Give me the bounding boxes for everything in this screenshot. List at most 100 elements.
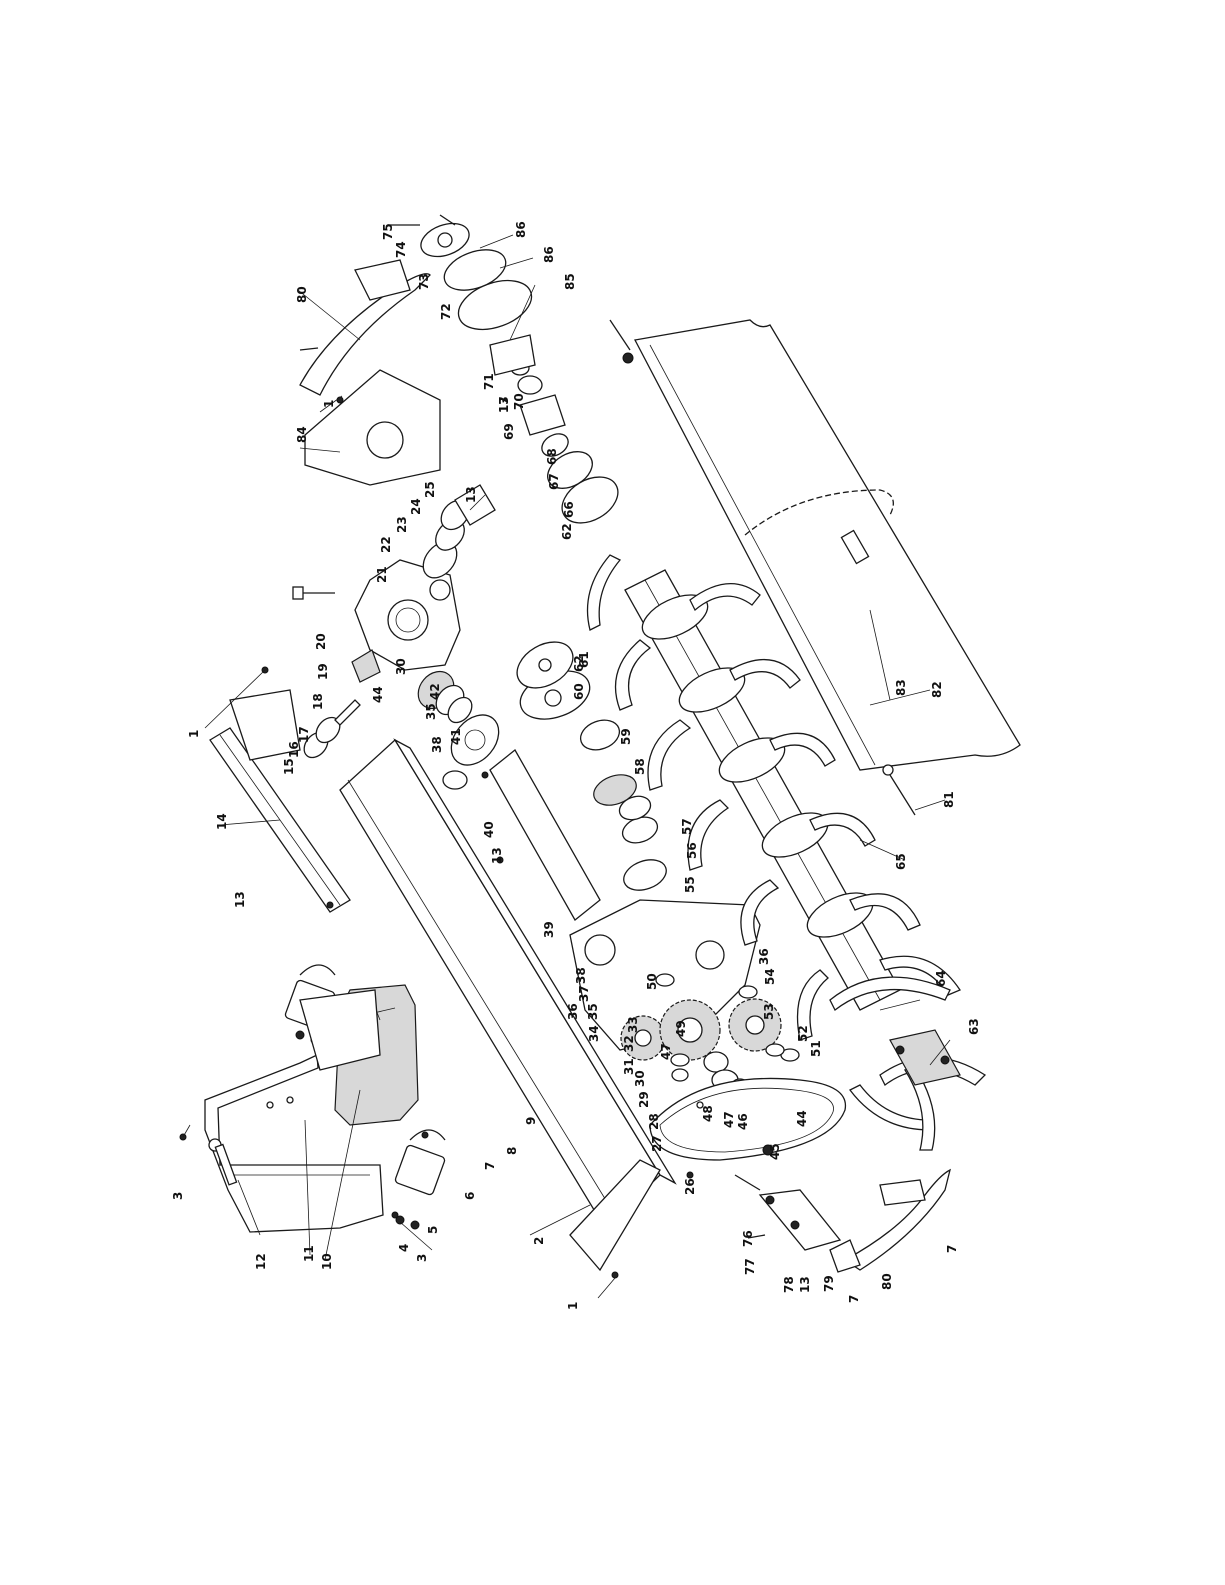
part-label: 2 [532, 1237, 546, 1245]
part-label: 55 [683, 876, 697, 893]
part-label: 1 [322, 400, 336, 408]
part-label: 44 [795, 1110, 809, 1127]
part-label: 8 [505, 1147, 519, 1155]
part-label: 42 [428, 683, 442, 700]
part-label: 33 [626, 1016, 640, 1033]
part-label: 86 [542, 246, 556, 263]
part-label: 56 [685, 842, 699, 859]
part-label: 1 [187, 730, 201, 738]
part-label: 51 [809, 1040, 823, 1057]
part-label: 3 [171, 1192, 185, 1200]
part-label: 53 [762, 1003, 776, 1020]
part-label: 54 [763, 968, 777, 985]
part-label: 5 [426, 1226, 440, 1234]
part-label: 34 [587, 1025, 601, 1042]
part-label: 41 [449, 728, 463, 745]
part-label: 75 [381, 223, 395, 240]
part-label: 6 [463, 1192, 477, 1200]
part-label: 35 [586, 1003, 600, 1020]
part-label: 13 [233, 891, 247, 908]
part-label: 83 [894, 679, 908, 696]
part-label: 52 [796, 1025, 810, 1042]
part-label: 13 [464, 486, 478, 503]
part-label: 47 [722, 1111, 736, 1128]
part-label: 62 [572, 655, 586, 672]
part-label: 44 [371, 686, 385, 703]
part-label: 35 [424, 703, 438, 720]
part-label: 38 [430, 736, 444, 753]
part-label: 14 [215, 813, 229, 830]
part-label: 47 [659, 1043, 673, 1060]
part-label: 23 [395, 516, 409, 533]
part-label: 64 [934, 970, 948, 987]
part-label: 63 [967, 1018, 981, 1035]
part-label: 80 [880, 1273, 894, 1290]
part-label: 30 [394, 658, 408, 675]
part-label: 50 [645, 973, 659, 990]
part-label: 85 [563, 273, 577, 290]
part-label: 24 [409, 498, 423, 515]
part-label: 67 [547, 473, 561, 490]
bearings-22-24 [416, 485, 495, 584]
part-label: 36 [757, 948, 771, 965]
rotor-end-bearings [514, 662, 671, 896]
part-label: 81 [942, 791, 956, 808]
part-label: 37 [577, 985, 591, 1002]
part-label: 49 [674, 1020, 688, 1037]
part-label: 39 [542, 921, 556, 938]
part-label: 19 [316, 663, 330, 680]
part-label: 21 [375, 566, 389, 583]
part-label: 13 [798, 1276, 812, 1293]
bevel-gear [411, 664, 477, 727]
part-label: 1 [566, 1302, 580, 1310]
part-label: 4 [397, 1244, 411, 1252]
bolt-81 [883, 765, 915, 815]
part-label: 60 [572, 683, 586, 700]
part-label: 29 [637, 1091, 651, 1108]
part-label: 17 [497, 396, 511, 413]
part-label: 69 [502, 423, 516, 440]
part-label: 11 [302, 1245, 316, 1262]
part-label: 10 [320, 1253, 334, 1270]
part-label: 15 [282, 758, 296, 775]
part-label: 17 [297, 726, 311, 743]
part-label: 25 [423, 481, 437, 498]
part-label: 84 [295, 426, 309, 443]
bolt-top-right [610, 320, 633, 363]
part-label: 74 [394, 241, 408, 258]
part-label: 57 [680, 818, 694, 835]
part-label: 46 [736, 1113, 750, 1130]
part-label: 9 [524, 1117, 538, 1125]
part-label: 7 [483, 1162, 497, 1170]
drive-tube [490, 750, 600, 920]
skid-top [300, 260, 430, 395]
part-label: 3 [415, 1254, 429, 1262]
part-label: 40 [482, 821, 496, 838]
part-label: 76 [741, 1230, 755, 1247]
part-label: 80 [295, 286, 309, 303]
skid-bottom [830, 1170, 950, 1272]
part-label: 20 [314, 633, 328, 650]
part-label: 26 [683, 1178, 697, 1195]
part-label: 65 [894, 853, 908, 870]
part-label: 48 [701, 1105, 715, 1122]
part-label: 7 [945, 1245, 959, 1253]
part-label: 71 [482, 373, 496, 390]
part-label: 7 [847, 1295, 861, 1303]
part-label: 12 [254, 1253, 268, 1270]
part-label: 32 [622, 1035, 636, 1052]
part-label: 72 [439, 303, 453, 320]
part-label: 86 [514, 221, 528, 238]
top-link-bracket-2 [394, 1130, 445, 1229]
end-plate-84 [305, 370, 440, 485]
part-label: 13 [490, 847, 504, 864]
part-label: 77 [743, 1258, 757, 1275]
part-label: 27 [650, 1135, 664, 1152]
part-label: 66 [562, 501, 576, 518]
part-label: 73 [417, 273, 431, 290]
part-label: 38 [574, 967, 588, 984]
bearing-flange-69-85 [490, 335, 565, 435]
part-label: 18 [311, 693, 325, 710]
part-label: 45 [768, 1143, 782, 1160]
